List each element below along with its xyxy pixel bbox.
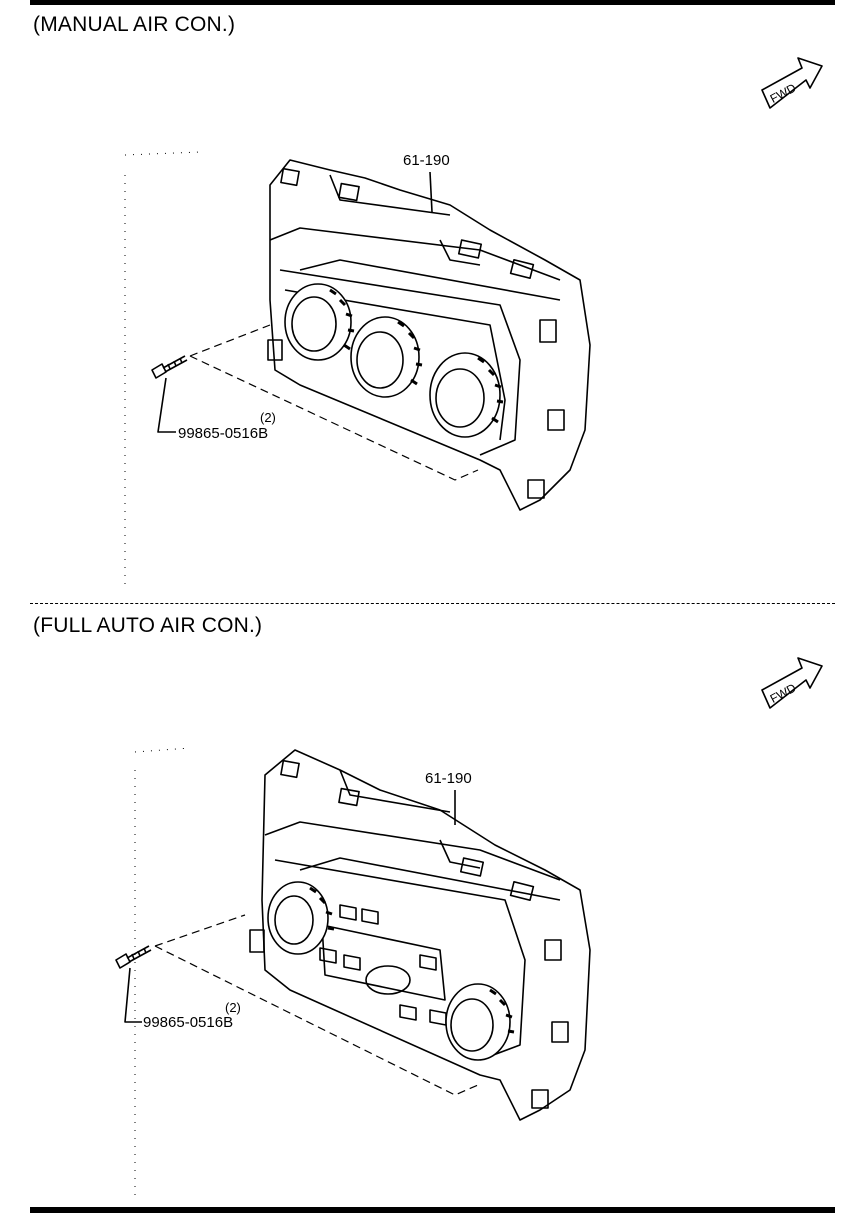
section-divider — [30, 603, 835, 604]
full-auto-aircon-diagram: FWD — [115, 657, 823, 1200]
fwd-arrow-icon: FWD — [761, 657, 823, 709]
bottom-border — [30, 1207, 835, 1213]
part-label-unit: 61-190 — [425, 770, 472, 787]
screw-icon — [115, 945, 152, 969]
screw-quantity: (2) — [225, 1000, 241, 1015]
climate-control-unit — [249, 749, 591, 1121]
section-title-manual: (MANUAL AIR CON.) — [33, 13, 236, 36]
top-border — [30, 0, 835, 5]
screw-quantity: (2) — [260, 410, 276, 425]
screw-icon — [151, 355, 188, 379]
part-label-unit: 61-190 — [403, 152, 450, 169]
screw-part-number: 99865-0516B — [143, 1014, 234, 1031]
section-title-full-auto: (FULL AUTO AIR CON.) — [33, 614, 263, 637]
climate-control-unit — [267, 159, 591, 511]
fwd-arrow-icon: FWD — [761, 57, 823, 109]
screw-part-number: 99865-0516B — [178, 425, 269, 442]
